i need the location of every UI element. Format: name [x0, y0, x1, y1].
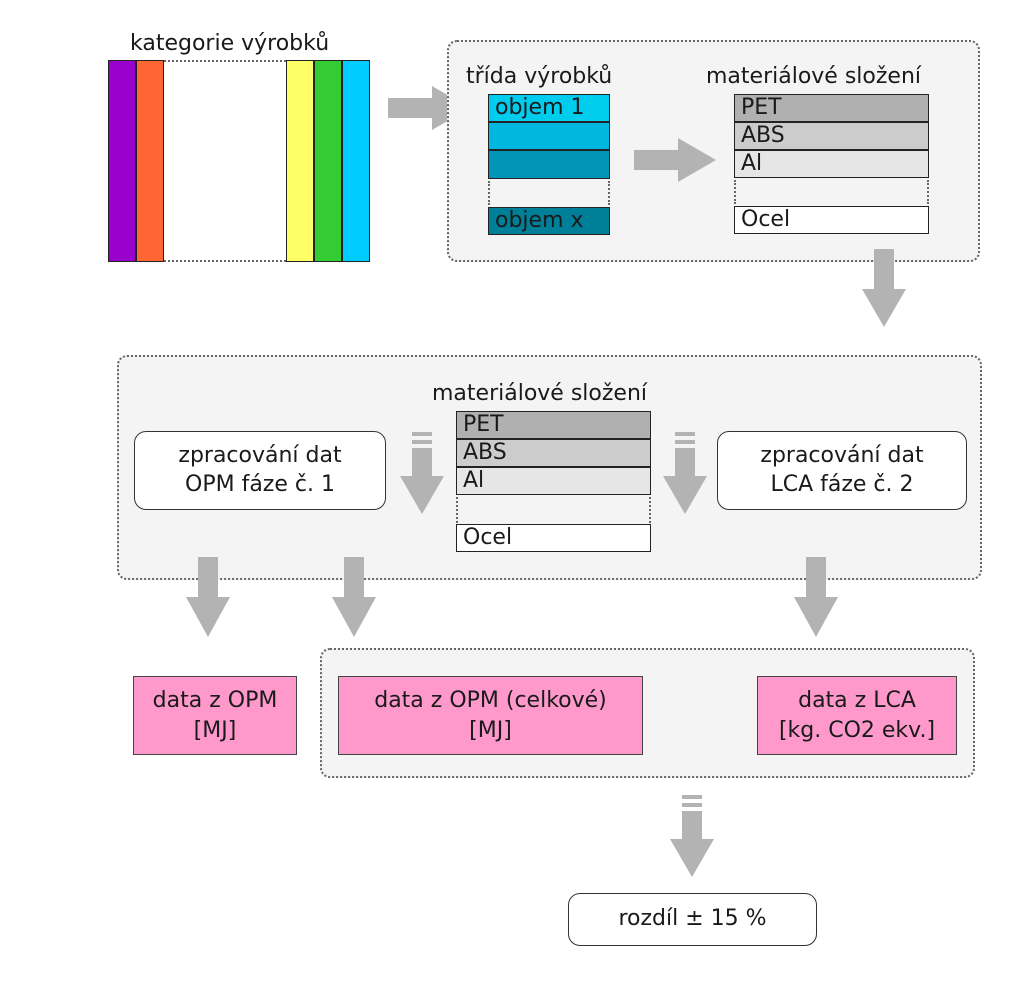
arrow-down-opm	[186, 557, 230, 637]
material-top-al: Al	[734, 150, 929, 178]
opm-data-box: data z OPM [MJ]	[133, 676, 297, 755]
material-top-ocel: Ocel	[734, 206, 929, 234]
class-item-3	[488, 150, 610, 179]
material-mid-pet: PET	[456, 411, 651, 439]
category-stripe-2	[136, 60, 164, 262]
arrow-down-1	[862, 249, 906, 327]
category-gap-top	[164, 60, 286, 62]
striped-arrow-right	[663, 432, 707, 514]
class-item-2	[488, 122, 610, 150]
material-mid-dots-right	[649, 497, 651, 523]
striped-arrow-left	[400, 432, 444, 514]
lca-processing-box: zpracování dat LCA fáze č. 2	[717, 431, 967, 510]
material-title-top: materiálové složení	[706, 64, 922, 89]
category-stripe-5	[342, 60, 370, 262]
material-mid-abs: ABS	[456, 439, 651, 467]
material-mid-dots-left	[456, 497, 458, 523]
categories-title: kategorie výrobků	[130, 31, 330, 56]
opm-data-line2: [MJ]	[193, 717, 237, 743]
lca-processing-line2: LCA fáze č. 2	[770, 471, 914, 497]
opm-total-data-box: data z OPM (celkové) [MJ]	[338, 676, 643, 755]
lca-data-line1: data z LCA	[798, 687, 916, 713]
lca-data-line2: [kg. CO2 ekv.]	[778, 717, 936, 743]
lca-data-box: data z LCA [kg. CO2 ekv.]	[757, 676, 957, 755]
difference-label: rozdíl ± 15 %	[618, 906, 767, 932]
material-top-dots-right	[927, 180, 929, 204]
category-stripes	[108, 60, 370, 262]
material-title-middle: materiálové složení	[432, 381, 648, 406]
opm-total-data-line2: [MJ]	[469, 717, 512, 743]
class-item-x: objem x	[488, 207, 610, 235]
class-item-1: objem 1	[488, 94, 610, 122]
opm-data-line1: data z OPM	[152, 687, 278, 713]
category-stripe-4	[314, 60, 342, 262]
material-mid-al: Al	[456, 467, 651, 495]
class-title: třída výrobků	[466, 64, 613, 89]
lca-processing-line1: zpracování dat	[760, 442, 924, 468]
arrow-down-opm-total	[332, 557, 376, 637]
material-top-abs: ABS	[734, 122, 929, 150]
opm-total-data-line1: data z OPM (celkové)	[374, 687, 607, 713]
material-top-dots-left	[734, 180, 736, 204]
arrow-down-lca	[794, 557, 838, 637]
class-dots-left	[488, 181, 490, 205]
material-mid-ocel: Ocel	[456, 524, 651, 552]
opm-processing-box: zpracování dat OPM fáze č. 1	[134, 431, 386, 510]
class-dots-right	[608, 181, 610, 205]
category-gap-bottom	[164, 260, 286, 262]
category-stripe-1	[108, 60, 136, 262]
arrow-right-2	[634, 138, 716, 182]
category-stripe-3	[286, 60, 314, 262]
opm-processing-line2: OPM fáze č. 1	[185, 471, 335, 497]
striped-arrow-final	[670, 795, 714, 877]
difference-box: rozdíl ± 15 %	[568, 893, 817, 946]
opm-processing-line1: zpracování dat	[178, 442, 342, 468]
material-top-pet: PET	[734, 94, 929, 122]
